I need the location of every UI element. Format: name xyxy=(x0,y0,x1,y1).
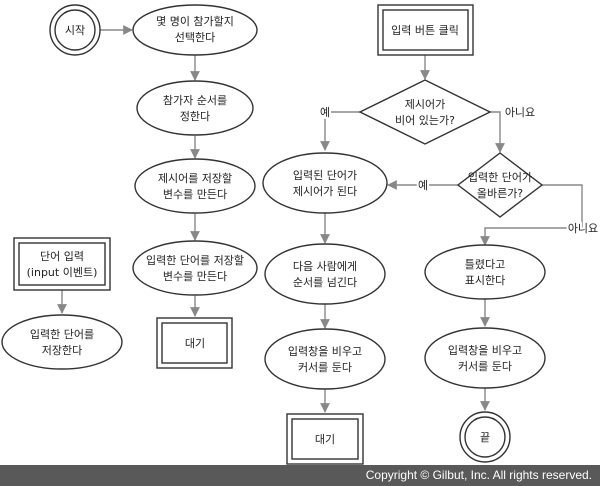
store-suggested-line2: 변수를 만든다 xyxy=(163,188,227,201)
next-turn-node: 다음 사람에게 순서를 넘긴다 xyxy=(264,243,386,305)
store-input-node: 입력한 단어를 저장할 변수를 만든다 xyxy=(132,240,258,296)
edge-correct-no xyxy=(480,184,583,246)
save-word-node: 입력한 단어를 저장한다 xyxy=(1,314,123,370)
flowchart: 예 아니요 예 아니요 시작 몇 명이 참가할지 선택한다 참가자 순서를 정한… xyxy=(1,4,600,465)
clear-input-right-line1: 입력창을 비우고 xyxy=(448,344,522,357)
clear-input-right-node: 입력창을 비우고 커서를 둔다 xyxy=(424,327,546,389)
click-button-label: 입력 버튼 클릭 xyxy=(391,24,459,37)
wait-node-1: 대기 xyxy=(156,317,233,369)
is-empty-decision: 제시어가 비어 있는가? xyxy=(358,79,492,145)
is-correct-decision: 입력한 단어가 올바른가? xyxy=(456,152,544,218)
clear-input-right-line2: 커서를 둔다 xyxy=(458,360,512,373)
edge-empty-no xyxy=(490,111,505,153)
clear-input-left-line1: 입력창을 비우고 xyxy=(288,345,362,358)
end-node: 끝 xyxy=(459,411,511,463)
becomes-suggested-line2: 제시어가 된다 xyxy=(293,185,357,198)
edge-label-yes-1: 예 xyxy=(320,106,330,119)
start-label: 시작 xyxy=(65,24,85,37)
wait-node-2: 대기 xyxy=(286,413,364,465)
store-suggested-node: 제시어를 저장할 변수를 만든다 xyxy=(134,158,256,214)
wait-1-label: 대기 xyxy=(185,337,205,350)
choose-players-line1: 몇 명이 참가할지 xyxy=(156,15,234,28)
becomes-suggested-node: 입력된 단어가 제시어가 된다 xyxy=(262,152,388,214)
clear-input-left-line2: 커서를 둔다 xyxy=(298,361,352,374)
save-word-line2: 저장한다 xyxy=(42,344,82,357)
is-correct-line1: 입력한 단어가 xyxy=(468,171,532,184)
clear-input-left-node: 입력창을 비우고 커서를 둔다 xyxy=(264,328,386,390)
edge-empty-yes xyxy=(320,111,360,151)
store-input-line1: 입력한 단어를 저장할 xyxy=(146,254,244,267)
set-order-line2: 정한다 xyxy=(180,110,210,123)
is-correct-line2: 올바른가? xyxy=(477,187,523,200)
wait-2-label: 대기 xyxy=(315,433,335,446)
edges xyxy=(57,25,583,413)
is-empty-line1: 제시어가 xyxy=(405,98,445,111)
edge-label-yes-2: 예 xyxy=(418,179,428,192)
click-button-node: 입력 버튼 클릭 xyxy=(377,4,474,56)
word-input-line2: (input 이벤트) xyxy=(27,266,98,279)
show-wrong-line1: 틀렸다고 xyxy=(465,258,505,271)
copyright-footer: Copyright © Gilbut, Inc. All rights rese… xyxy=(0,465,600,486)
start-node: 시작 xyxy=(49,4,101,56)
word-input-node: 단어 입력 (input 이벤트) xyxy=(13,237,111,291)
save-word-line1: 입력한 단어를 xyxy=(30,328,94,341)
is-empty-line2: 비어 있는가? xyxy=(395,114,455,127)
show-wrong-node: 틀렸다고 표시한다 xyxy=(424,244,546,300)
edge-label-no-1: 아니요 xyxy=(505,106,535,119)
choose-players-node: 몇 명이 참가할지 선택한다 xyxy=(132,4,258,56)
set-order-node: 참가자 순서를 정한다 xyxy=(136,80,254,136)
becomes-suggested-line1: 입력된 단어가 xyxy=(293,169,357,182)
store-suggested-line1: 제시어를 저장할 xyxy=(158,172,232,185)
end-label: 끝 xyxy=(480,431,490,444)
choose-players-line2: 선택한다 xyxy=(175,31,215,44)
edge-label-no-2: 아니요 xyxy=(568,222,598,235)
store-input-line2: 변수를 만든다 xyxy=(163,270,227,283)
show-wrong-line2: 표시한다 xyxy=(465,274,505,287)
next-turn-line2: 순서를 넘긴다 xyxy=(293,276,357,289)
word-input-line1: 단어 입력 xyxy=(40,250,84,263)
set-order-line1: 참가자 순서를 xyxy=(163,94,227,107)
next-turn-line1: 다음 사람에게 xyxy=(293,260,357,273)
